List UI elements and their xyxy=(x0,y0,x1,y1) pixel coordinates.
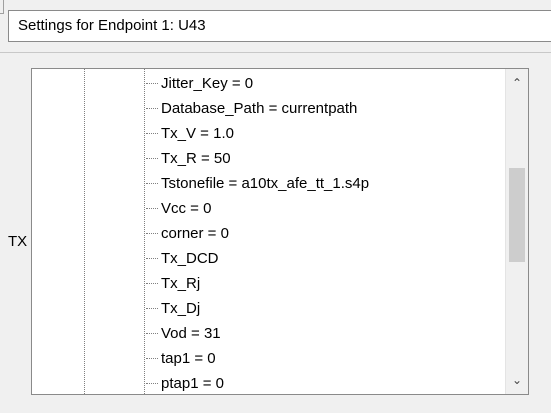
tree-connector xyxy=(146,158,158,159)
tree-items: Jitter_Key = 0 Database_Path = currentpa… xyxy=(32,69,502,394)
tree-connector xyxy=(146,358,158,359)
tree-item-ptap1[interactable]: ptap1 = 0 xyxy=(146,371,224,394)
tree-connector xyxy=(146,133,158,134)
tree-item-label: Vod = 31 xyxy=(161,325,221,342)
tree-item-vod[interactable]: Vod = 31 xyxy=(146,321,221,346)
tree-item-label: Tx_Dj xyxy=(161,300,201,317)
tree-item-tx-dj[interactable]: Tx_Dj xyxy=(146,296,200,321)
tree-item-tx-dcd[interactable]: Tx_DCD xyxy=(146,246,219,271)
tree-item-tx-v[interactable]: Tx_V = 1.0 xyxy=(146,121,234,146)
tx-group-label: TX xyxy=(8,233,28,250)
chevron-down-icon[interactable]: ⌄ xyxy=(511,373,523,387)
tree-item-tap1[interactable]: tap1 = 0 xyxy=(146,346,216,371)
tree-connector xyxy=(146,283,158,284)
tree-item-label: corner = 0 xyxy=(161,225,229,242)
tree-item-label: Tx_DCD xyxy=(161,250,219,267)
frame-corner xyxy=(0,0,4,14)
tree-item-label: Tx_Rj xyxy=(161,275,201,292)
settings-header: Settings for Endpoint 1: U43 xyxy=(8,10,551,42)
tree-item-vcc[interactable]: Vcc = 0 xyxy=(146,196,211,221)
vertical-scrollbar[interactable]: ⌃ ⌄ xyxy=(505,69,528,394)
tree-item-label: ptap1 = 0 xyxy=(161,375,224,392)
tree-item-label: Vcc = 0 xyxy=(161,200,212,217)
tx-group xyxy=(0,52,551,404)
tree-guide-line xyxy=(144,69,145,394)
tree-connector xyxy=(146,308,158,309)
tree-guide-line xyxy=(84,69,85,394)
tree-item-label: tap1 = 0 xyxy=(161,350,216,367)
tree-item-tstonefile[interactable]: Tstonefile = a10tx_afe_tt_1.s4p xyxy=(146,171,369,196)
tree-item-label: Tx_R = 50 xyxy=(161,150,231,167)
tree-connector xyxy=(146,233,158,234)
tree-item-label: Database_Path = currentpath xyxy=(161,100,358,117)
chevron-up-icon[interactable]: ⌃ xyxy=(511,76,523,90)
tree-connector xyxy=(146,83,158,84)
scrollbar-thumb[interactable] xyxy=(509,168,525,262)
tree-item-tx-rj[interactable]: Tx_Rj xyxy=(146,271,200,296)
tree-item-label: Tx_V = 1.0 xyxy=(161,125,234,142)
tree-connector xyxy=(146,108,158,109)
tree-connector xyxy=(146,183,158,184)
parameter-tree[interactable]: Jitter_Key = 0 Database_Path = currentpa… xyxy=(31,68,529,395)
tree-item-tx-r[interactable]: Tx_R = 50 xyxy=(146,146,231,171)
tree-item-label: Tstonefile = a10tx_afe_tt_1.s4p xyxy=(161,175,370,192)
tree-connector xyxy=(146,333,158,334)
tree-connector xyxy=(146,383,158,384)
tree-connector xyxy=(146,258,158,259)
tree-item-jitter-key[interactable]: Jitter_Key = 0 xyxy=(146,71,253,96)
tree-item-label: Jitter_Key = 0 xyxy=(161,75,254,92)
tree-item-corner[interactable]: corner = 0 xyxy=(146,221,229,246)
settings-title: Settings for Endpoint 1: U43 xyxy=(18,17,206,34)
tree-connector xyxy=(146,208,158,209)
tree-item-database-path[interactable]: Database_Path = currentpath xyxy=(146,96,357,121)
